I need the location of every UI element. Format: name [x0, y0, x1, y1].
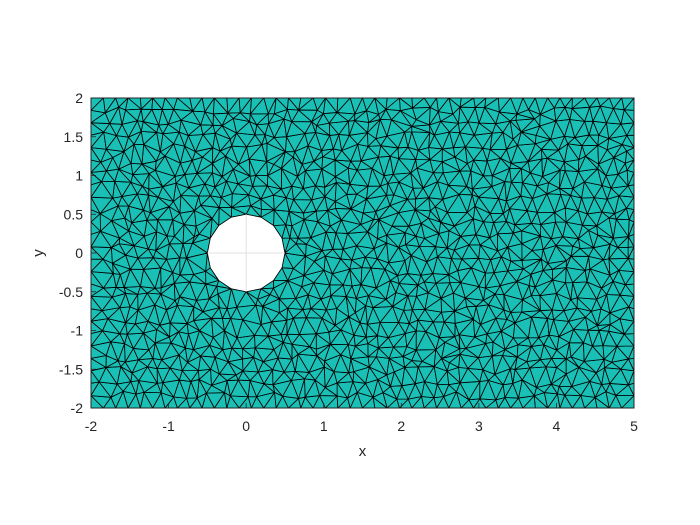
mesh-triangle — [287, 109, 299, 123]
mesh-triangle — [385, 108, 401, 121]
mesh-triangle — [378, 108, 387, 120]
mesh-triangle — [212, 112, 229, 127]
mesh-triangle — [528, 109, 541, 120]
x-tick-label: 4 — [553, 418, 561, 434]
mesh-triangle — [151, 109, 163, 126]
mesh-triangle — [226, 306, 238, 319]
mesh-triangle — [173, 108, 194, 121]
y-tick-label: 0.5 — [64, 206, 84, 222]
mesh-triangle — [274, 109, 288, 120]
x-tick-label: 3 — [475, 418, 483, 434]
mesh-triangle — [125, 108, 142, 122]
x-tick-label: 0 — [242, 418, 250, 434]
x-axis-label: x — [359, 443, 367, 460]
mesh-triangle — [161, 108, 175, 125]
mesh-triangle — [249, 97, 269, 115]
mesh-triangle — [273, 279, 289, 289]
x-tick-label: 5 — [630, 418, 638, 434]
mesh-triangle — [589, 97, 601, 108]
mesh-triangle — [452, 106, 461, 124]
mesh-triangle — [227, 112, 241, 119]
y-tick-label: -2 — [71, 400, 84, 416]
y-tick-label: 1 — [75, 168, 83, 184]
mesh-triangle — [311, 109, 324, 123]
mesh-triangle — [564, 107, 573, 120]
mesh-triangle — [571, 106, 591, 122]
mesh-triangle — [599, 105, 614, 124]
mesh-layer — [90, 97, 635, 409]
mesh-triangle — [498, 111, 518, 122]
x-ticks: -2 -1 0 1 2 3 4 5 — [85, 403, 638, 434]
hole-layer — [206, 213, 286, 293]
mesh-triangle — [626, 207, 635, 220]
mesh-triangle — [239, 112, 251, 122]
x-tick-label: -1 — [162, 418, 175, 434]
mesh-triangle — [354, 97, 367, 115]
mesh-triangle — [323, 112, 338, 124]
y-tick-label: -0.5 — [59, 284, 83, 300]
mesh-triangle — [459, 106, 476, 123]
y-ticks: -2 -1.5 -1 -0.5 0 0.5 1 1.5 2 — [59, 90, 96, 416]
x-tick-label: 1 — [320, 418, 328, 434]
mesh-triangle — [474, 97, 487, 108]
y-tick-label: -1 — [71, 323, 84, 339]
x-tick-label: -2 — [85, 418, 98, 434]
y-tick-label: 0 — [75, 245, 83, 261]
mesh-triangle — [429, 107, 439, 126]
mesh-triangle — [192, 110, 206, 126]
mesh-triangle — [484, 106, 500, 125]
y-tick-label: 2 — [75, 90, 83, 106]
y-tick-label: -1.5 — [59, 361, 83, 377]
mesh-triangle — [412, 107, 431, 121]
x-tick-label: 2 — [397, 418, 405, 434]
mesh-triangle — [104, 97, 120, 114]
y-axis-label: y — [30, 249, 47, 257]
mesh-triangle — [553, 107, 566, 122]
mesh-triangle — [613, 108, 625, 125]
mesh-triangle — [236, 304, 257, 321]
y-tick-label: 1.5 — [64, 129, 84, 145]
mesh-triangle — [336, 112, 356, 122]
